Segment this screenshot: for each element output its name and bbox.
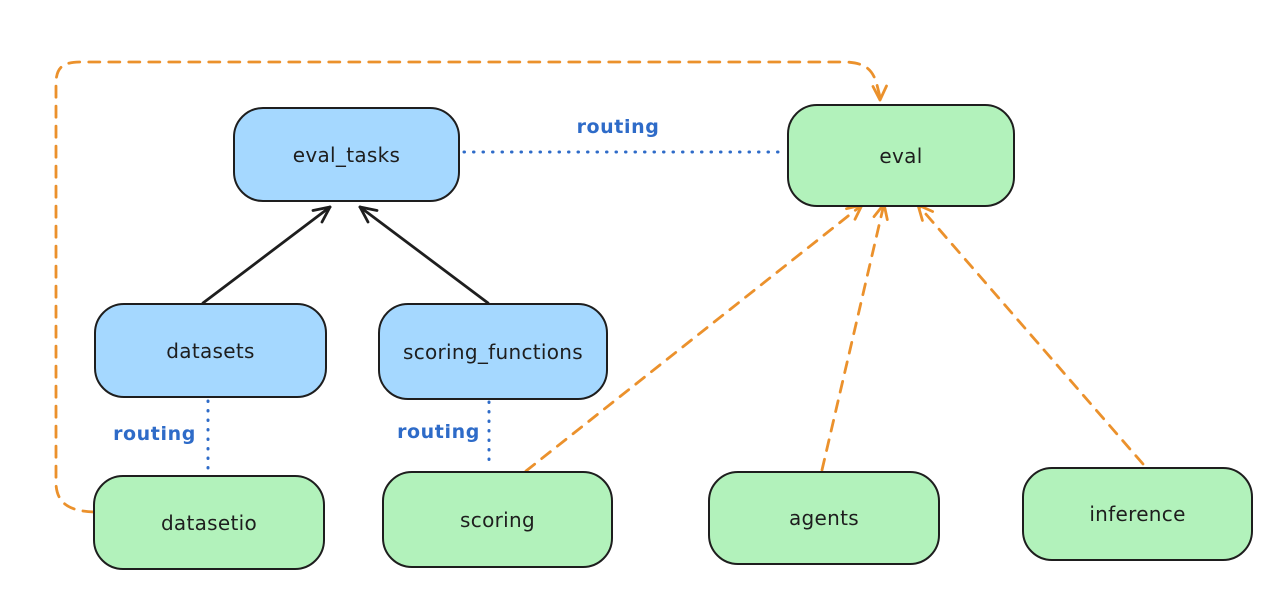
node-eval: eval (787, 104, 1015, 207)
node-datasets-label: datasets (166, 338, 255, 363)
node-scoring-functions-label: scoring_functions (402, 339, 584, 364)
node-scoring-label: scoring (460, 507, 535, 532)
node-datasets: datasets (94, 303, 327, 398)
node-agents-label: agents (789, 506, 859, 530)
arrow-inference-to-eval (916, 203, 1145, 466)
node-inference: inference (1022, 467, 1253, 561)
arrow-datasetio-to-eval-loop (54, 60, 888, 514)
node-datasetio-label: datasetio (160, 510, 258, 535)
routing-label-scoring: routing (397, 421, 480, 443)
node-eval-tasks: eval_tasks (233, 107, 460, 202)
node-scoring: scoring (382, 471, 613, 568)
node-eval-tasks-label: eval_tasks (292, 142, 401, 167)
node-eval-label: eval (879, 143, 923, 168)
node-scoring-functions: scoring_functions (378, 303, 608, 400)
arrow-scoring-functions-to-eval-tasks (358, 205, 490, 305)
node-agents: agents (708, 471, 940, 565)
node-datasetio: datasetio (93, 475, 325, 570)
routing-label-top: routing (576, 116, 660, 138)
arrow-datasets-to-eval-tasks (201, 205, 332, 305)
routing-label-datasetio: routing (113, 423, 196, 445)
arrow-agents-to-eval (820, 202, 889, 472)
node-inference-label: inference (1089, 502, 1186, 526)
